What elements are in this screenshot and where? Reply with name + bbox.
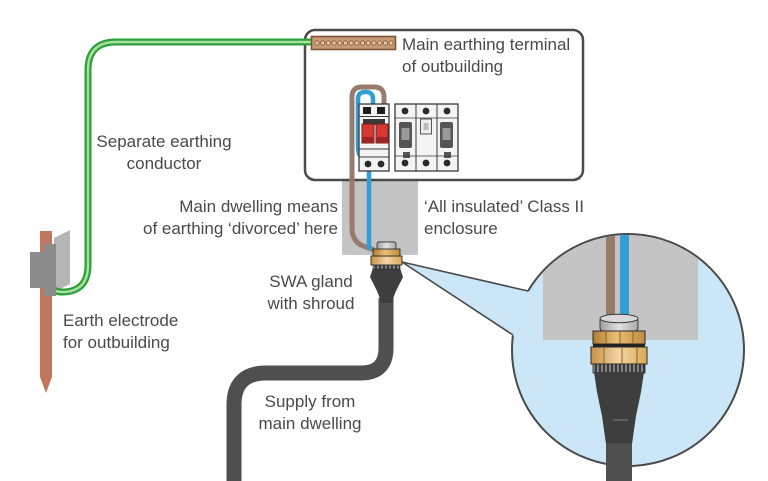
label-main-dwelling-divorced: Main dwelling means of earthing ‘divorce… xyxy=(143,197,338,238)
label-line: with shroud xyxy=(267,294,355,313)
label-line: Supply from xyxy=(265,392,356,411)
mcb-block xyxy=(394,103,459,172)
label-all-insulated-enclosure: ‘All insulated’ Class II enclosure xyxy=(424,197,584,238)
label-separate-earthing-conductor: Separate earthing conductor xyxy=(96,132,231,173)
label-line: SWA gland xyxy=(269,272,352,291)
label-line: of earthing ‘divorced’ here xyxy=(143,219,338,238)
label-line: main dwelling xyxy=(259,414,362,433)
swa-gland-shroud xyxy=(370,268,403,303)
label-line: ‘All insulated’ Class II xyxy=(424,197,584,216)
label-supply-main-dwelling: Supply from main dwelling xyxy=(259,392,362,433)
callout-swa-cable xyxy=(606,443,632,481)
electrode-clamp-plate xyxy=(54,230,70,292)
label-line: of outbuilding xyxy=(402,57,503,76)
label-main-earthing-terminal: Main earthing terminal of outbuilding xyxy=(402,35,570,76)
main-earthing-terminal-bar xyxy=(310,35,397,51)
label-line: Main earthing terminal xyxy=(402,35,570,54)
line-conductor-brown-wire xyxy=(349,84,387,253)
swa-supply-cable xyxy=(226,298,394,481)
label-line: Main dwelling means xyxy=(179,197,338,216)
callout-wedge-edges xyxy=(401,261,529,336)
rcd-device xyxy=(358,103,390,172)
callout-brown-conductor xyxy=(606,235,615,326)
label-line: for outbuilding xyxy=(63,333,170,352)
label-line: conductor xyxy=(127,154,202,173)
swa-gland xyxy=(370,241,403,270)
callout-shroud xyxy=(594,372,644,444)
label-line: Separate earthing xyxy=(96,132,231,151)
electrode-clamp xyxy=(30,244,56,296)
label-line: Earth electrode xyxy=(63,311,178,330)
callout-armour-wires xyxy=(592,363,646,374)
callout-wedge xyxy=(402,262,540,340)
label-earth-electrode: Earth electrode for outbuilding xyxy=(63,311,178,352)
label-swa-gland: SWA gland with shroud xyxy=(267,272,355,313)
callout-blue-conductor xyxy=(620,235,629,326)
callout-swa-gland xyxy=(590,313,648,374)
label-line: enclosure xyxy=(424,219,498,238)
